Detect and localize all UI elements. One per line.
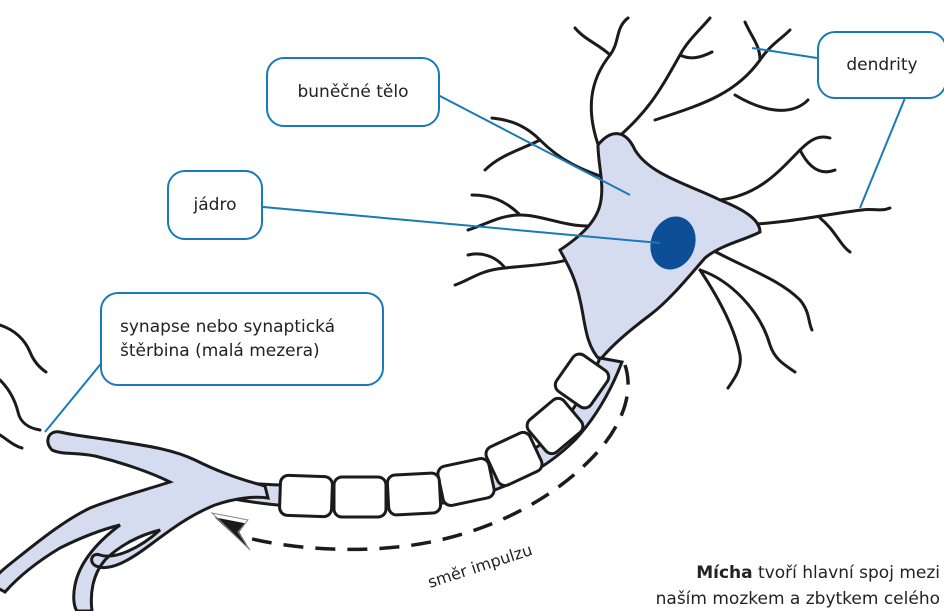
label-synapse-line2: štěrbina (malá mezera) — [120, 339, 335, 363]
label-dendrites-text: dendrity — [846, 53, 917, 77]
impulse-direction-label: směr impulzu — [425, 540, 534, 592]
caption-line2: naším mozkem a zbytkem celého — [570, 586, 940, 612]
caption-text: Mícha tvoří hlavní spoj mezi naším mozke… — [570, 560, 940, 612]
caption-bold: Mícha — [696, 563, 752, 583]
label-cell-body: buněčné tělo — [266, 57, 440, 127]
label-nucleus-text: jádro — [194, 193, 237, 217]
label-synapse: synapse nebo synaptická štěrbina (malá m… — [100, 292, 384, 386]
label-dendrites: dendrity — [817, 31, 944, 99]
caption-line1: tvoří hlavní spoj mezi — [753, 563, 940, 583]
label-nucleus: jádro — [167, 170, 263, 240]
label-cell-body-text: buněčné tělo — [297, 80, 408, 104]
label-synapse-line1: synapse nebo synaptická — [120, 315, 335, 339]
adjacent-neuron-dendrites — [0, 325, 46, 448]
arrowhead-outline — [212, 513, 250, 550]
